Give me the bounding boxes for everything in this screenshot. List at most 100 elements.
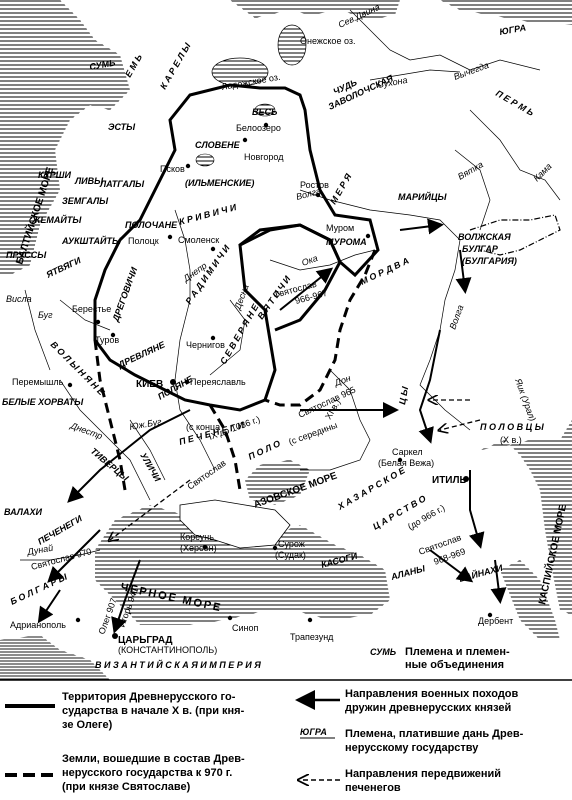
tribe-volzhskaya3: (БУЛГАРИЯ) xyxy=(462,256,517,266)
northern-sea-east xyxy=(440,0,572,25)
svyatoslav-territory-w xyxy=(93,339,127,491)
tribe-drevlyane: ДРЕВЛЯНЕ xyxy=(116,339,168,370)
river-dnestr: Днестр xyxy=(68,420,103,441)
legend-pechenegs-1: Направления передвижений xyxy=(345,768,501,780)
city-berestye: Берестье xyxy=(72,304,111,314)
tribe-polovtsy: П О Л О В Ц Ы xyxy=(480,422,545,432)
campaign-svyatoslav-k: Святослав xyxy=(185,458,227,492)
river-oka: Ока xyxy=(300,253,319,268)
tribute-boundary xyxy=(469,214,561,256)
tribe-muroma: МУРОМА xyxy=(326,237,367,247)
legend-oleg-2: сударства в начале X в. (при кня- xyxy=(62,705,245,717)
city-tsargrad2: (КОНСТАНТИНОПОЛЬ) xyxy=(118,645,217,655)
city-itil: ИТИЛЬ xyxy=(432,475,467,486)
tribe-pechenegi-w: ПЕЧЕНЕГИ xyxy=(36,513,84,547)
legend-pechenegs-2: печенегов xyxy=(345,782,401,794)
tribe-livy: ЛИВЫ xyxy=(74,176,104,186)
legend-svyatoslav-1: Земли, вошедшие в состав Древ- xyxy=(62,753,245,765)
legend-campaigns-1: Направления военных походов xyxy=(345,688,519,700)
lake-onega xyxy=(277,24,307,66)
city-polotsk: Полоцк xyxy=(128,236,159,246)
caspian-sea-south xyxy=(500,560,560,640)
tribe-slovene2: (ИЛЬМЕНСКИЕ) xyxy=(185,178,254,188)
svyatoslav-south xyxy=(208,404,242,491)
river-desna: Десна xyxy=(232,283,251,312)
city-smolensk: Смоленск xyxy=(178,235,219,245)
tribe-kurshi: КУРШИ xyxy=(38,170,71,180)
tribe-yugra: ЮГРА xyxy=(499,22,527,37)
tribe-merya: М Е Р Я xyxy=(328,172,354,206)
river-bug: Буг xyxy=(38,310,53,320)
city-peremyshl: Перемышль xyxy=(12,377,64,387)
pechenegi-date1: (с конца xyxy=(186,422,220,432)
tribe-sum: СУМЬ xyxy=(89,57,117,71)
legend-campaigns-2: дружин древнерусских князей xyxy=(345,702,511,714)
azov-sea xyxy=(245,460,310,505)
city-turov: Туров xyxy=(95,335,119,345)
tribe-karely: К А Р Е Л Ы xyxy=(158,40,193,91)
city-surozh2: (Судак) xyxy=(275,550,306,560)
city-beloozero: Белоозеро xyxy=(236,123,281,133)
city-pskov: Псков xyxy=(160,164,185,174)
tribe-latgaly: ЛАТГАЛЫ xyxy=(99,179,145,189)
legend-tribes-2: ные объединения xyxy=(405,659,504,671)
legend-tribute-1: Племена, платившие дань Древ- xyxy=(345,728,524,740)
tribe-slovene1: СЛОВЕНЕ xyxy=(195,140,241,150)
legend-oleg-3: зе Олеге) xyxy=(62,719,113,731)
river-kama: Кама xyxy=(531,161,553,183)
tribe-aukshtaity: АУКШТАЙТЫ xyxy=(61,235,122,246)
legend-tribute-2: нерусскому государству xyxy=(345,742,479,754)
caspian-sea xyxy=(480,420,572,615)
city-chernigov: Чернигов xyxy=(186,340,225,350)
tribe-zemgaly: ЗЕМГАЛЫ xyxy=(62,196,109,206)
tribe-volyniane: В О Л Ы Н Я Н Е xyxy=(49,339,108,398)
northern-sea xyxy=(230,0,400,20)
legend-svyatoslav-2: нерусского государства к 970 г. xyxy=(62,767,232,779)
polovtsy-date: (X в.) xyxy=(500,435,522,445)
town-dots xyxy=(67,122,493,639)
legend-tribute-sample: ЮГРА xyxy=(300,727,327,737)
tribe-polochane: ПОЛОЧАНЕ xyxy=(125,220,178,230)
city-surozh: Сурож xyxy=(278,539,305,549)
tribe-khazarskoe1: Х А З А Р С К О Е xyxy=(335,465,407,513)
city-sarkel2: (Белая Вежа) xyxy=(378,458,434,468)
tribe-yatvyagi: ЯТВЯГИ xyxy=(44,255,83,280)
tribe-tivertsy: ТИВЕРЦЫ xyxy=(89,446,131,484)
svyatoslav-territory xyxy=(264,249,377,407)
city-rostov: Ростов xyxy=(300,180,329,190)
tribe-valakhi: ВАЛАХИ xyxy=(4,507,42,517)
city-korsun2: (Херсон) xyxy=(180,543,217,553)
tribe-perm: П Е Р М Ь xyxy=(494,88,536,118)
campaign-arrows xyxy=(37,218,507,634)
tribe-zhemaity: ЖЕМАЙТЫ xyxy=(31,214,82,225)
city-pereyaslavl: Переяславль xyxy=(190,377,246,387)
tribe-krivichi: К Р И В И Ч И xyxy=(178,202,238,227)
aegean xyxy=(0,635,110,680)
label-onega: Онежское оз. xyxy=(300,36,355,46)
tribe-volzhskaya1: ВОЛЖСКАЯ xyxy=(458,232,511,242)
black-sea xyxy=(95,505,390,625)
tribe-ves: ВЕСЬ xyxy=(252,107,278,117)
river-dunai: Дунай xyxy=(26,543,54,558)
tribe-volzhskaya2: БУЛГАР xyxy=(462,244,499,254)
lake-beloozero xyxy=(254,103,276,117)
tribe-prussy: ПРУССЫ xyxy=(6,250,47,260)
legend-sample-tribe: СУМЬ xyxy=(370,647,397,657)
legend-svyatoslav-3: (при князе Святославе) xyxy=(62,781,191,793)
river-yuzh-bug: Юж.Буг xyxy=(129,416,163,432)
tribe-esty: ЭСТЫ xyxy=(108,122,136,132)
city-tsargrad: ЦАРЬГРАД xyxy=(118,635,173,646)
vyatichi-loop xyxy=(239,223,342,332)
tribe-polovtsy-ts: Ц Ы xyxy=(397,385,410,406)
tribe-em: Е М Ь xyxy=(123,52,144,79)
tribe-dregovichi: ДРЕГОВИЧИ xyxy=(110,265,139,323)
legend-tribes-1: Племена и племен- xyxy=(405,646,510,658)
crimea xyxy=(179,499,291,549)
river-visla: Висла xyxy=(6,294,32,304)
baltic-sea xyxy=(0,0,130,275)
city-korsun: Корсунь xyxy=(180,532,214,542)
river-yaik: Яик (Урал) xyxy=(513,376,538,422)
tribe-bolgary: Б О Л Г А Р Ы xyxy=(9,571,70,607)
tribe-ulichi: УЛИЧИ xyxy=(138,451,163,484)
